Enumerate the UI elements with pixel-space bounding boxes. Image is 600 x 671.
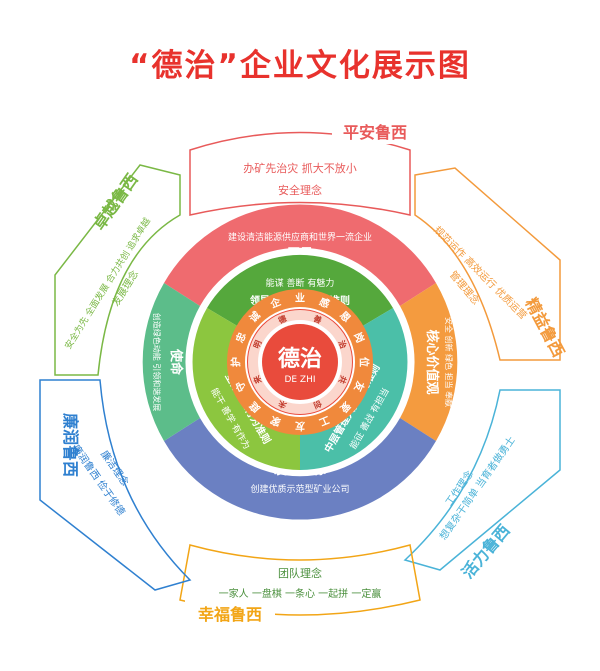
box-zhuoyue-title: 卓越鲁西 [89, 170, 141, 233]
center-ring-word-5: 创 [312, 398, 324, 411]
inner-ring-word-7: 位 [358, 357, 371, 367]
center-sub: DE ZHI [284, 375, 315, 385]
core-values-title: 核心价值观 [424, 329, 440, 394]
center-ring-word-0: 明 [252, 339, 263, 350]
goal-text: 创建优质示范型矿业公司 [250, 483, 349, 495]
center-ring-word-6: 未 [277, 399, 289, 412]
box-lianrun-title: 廉润鲁西 [61, 413, 80, 477]
leader-values: 能谋 善断 有魅力 [266, 277, 335, 289]
inner-ring-word-6: 岗 [351, 330, 367, 344]
box-xingfu-line1: 团队理念 [278, 566, 322, 580]
center-ring-word-1: 德 [277, 313, 288, 325]
box-pingan-line2: 安全理念 [278, 183, 322, 197]
box-xingfu: 幸福鲁西 团队理念 一家人 一盘棋 一条心 一起拼 一定赢 [179, 544, 421, 626]
inner-ring-word-0: 忠 [233, 330, 249, 344]
box-pingan-title: 平安鲁西 [343, 123, 407, 142]
box-jingyi-title: 精益鲁西 [521, 295, 568, 360]
core-ring [142, 204, 458, 520]
box-huoli-line1: 想复杂干简单 当育者做勇士 [436, 434, 517, 542]
box-zhuoyue-line1: 安全为先 全面发展 合力共创 追求卓越 [62, 216, 153, 352]
inner-ring-word-14: 守 [233, 379, 249, 393]
center-ring-word-4: 共 [337, 374, 349, 385]
core-values-text: 安全 创新 绿色 担当 奉献 [444, 317, 454, 407]
segment-goal [164, 418, 436, 520]
box-pingan-line1: 办矿先治灾 抓大不放小 [243, 161, 357, 175]
vision-text: 建设清洁能源供应商和世界一流企业 [228, 231, 372, 243]
mission-title: 使命 [168, 348, 184, 376]
box-xingfu-title: 幸福鲁西 [198, 605, 262, 624]
mission-text: 创造绿色动能 引领和谐发展 [152, 313, 162, 412]
segment-vision [164, 204, 436, 306]
inner-ring-word-8: 友 [351, 379, 367, 393]
center-ring [248, 310, 352, 414]
center-ring-word-3: 治 [337, 339, 349, 350]
inner-ring-word-3: 业 [295, 292, 305, 305]
center-disc [262, 324, 338, 400]
segment-mission [142, 283, 200, 441]
box-xingfu-line2: 一家人 一盘棋 一条心 一起拼 一定赢 [219, 587, 382, 600]
inner-ring-word-4: 感 [317, 295, 331, 311]
box-pingan: 平安鲁西 办矿先治灾 抓大不放小 安全理念 [189, 120, 418, 216]
inner-ring-word-10: 工 [317, 413, 330, 427]
inner-ring-word-11: 友 [295, 420, 305, 433]
center-ring-word-2: 善 [312, 313, 323, 325]
box-huoli-title: 活力鲁西 [458, 521, 514, 582]
page-title: “德治”企业文化展示图 [129, 48, 471, 84]
center-main: 德治 [278, 346, 322, 372]
inner-ring-words: 忠诚企业感恩岗位友爱工友家庭守护 [230, 292, 371, 433]
inner-ring-word-15: 护 [230, 357, 243, 367]
segment-core-values [400, 283, 458, 441]
